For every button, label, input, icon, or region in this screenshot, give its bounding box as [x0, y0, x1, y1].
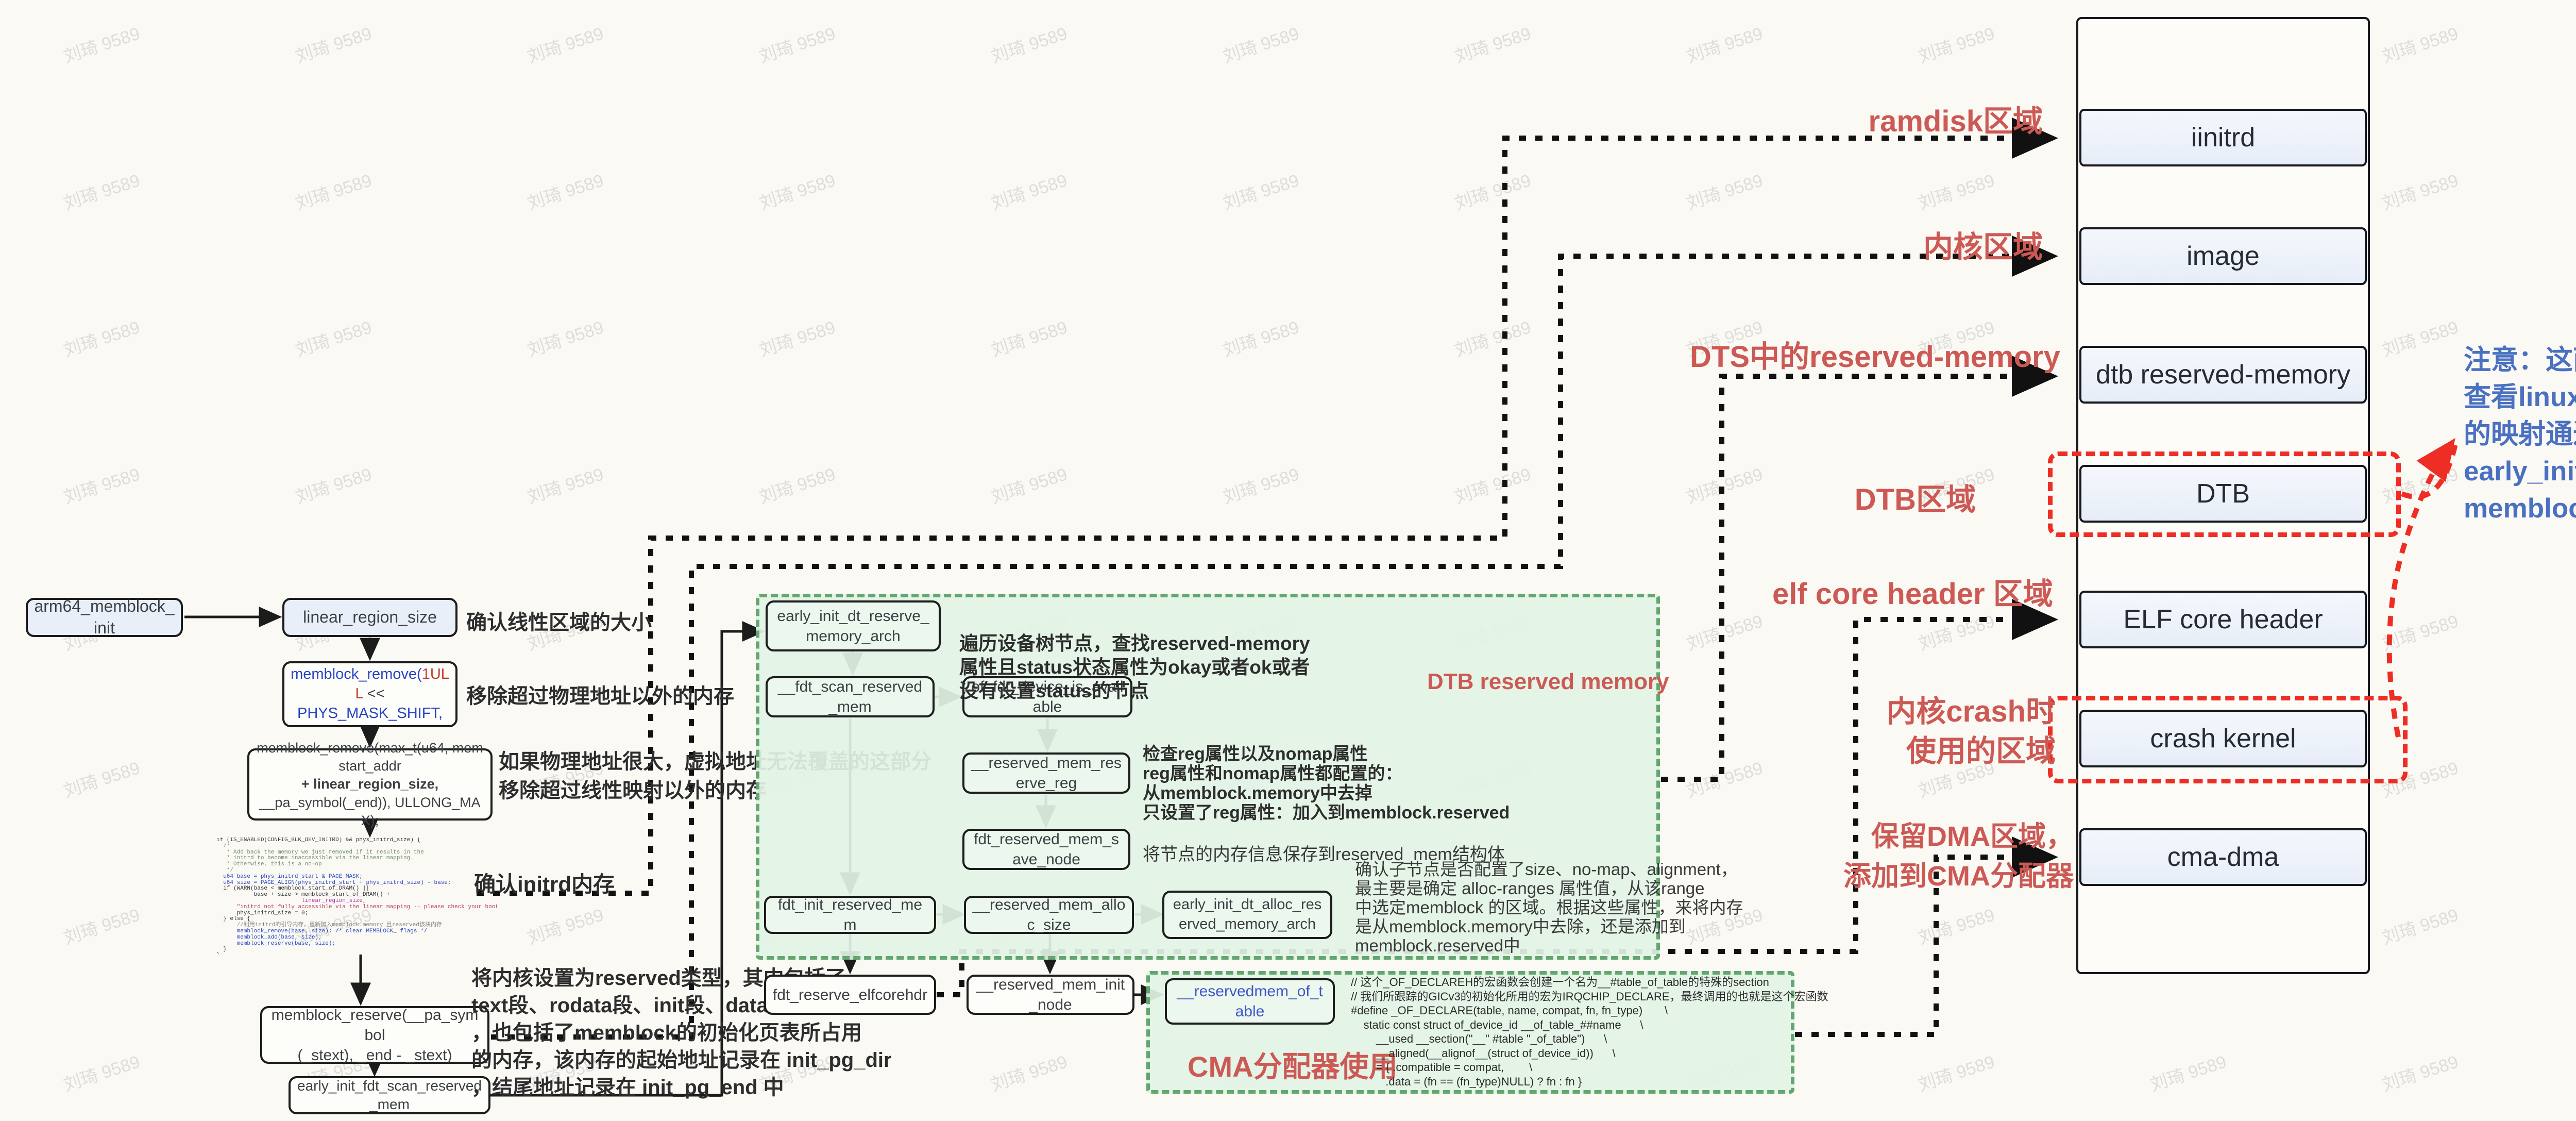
- node-fdt-scan-reserved-mem: __fdt_scan_reserved_mem: [766, 676, 935, 717]
- note-linux-version: 注意：这两个区域在linux-5.15中已去除查看linux-5.10中还是有的…: [2464, 345, 2576, 524]
- code-text: <<: [363, 685, 385, 702]
- label-crash-region: 内核crash时使用的区域: [1886, 695, 2056, 768]
- code-text: PHYS_MASK_SHIFT,: [297, 705, 443, 722]
- dotted-reserve-to-image: [491, 236, 2058, 1040]
- memory-segment-iinitrd: iinitrd: [2079, 109, 2367, 166]
- memory-segment-cma-dma: cma-dma: [2079, 828, 2367, 886]
- label-dtb-region: DTB区域: [1854, 483, 1976, 516]
- code-text: __pa_symbol(_end)), ULLONG_MAX);: [259, 794, 481, 828]
- group-title-cma: CMA分配器使用: [1188, 1050, 1398, 1083]
- red-frame-dtb: [2048, 451, 2401, 537]
- node-memblock-reserve: memblock_reserve(__pa_symbol (_stext), _…: [260, 1006, 489, 1064]
- node-memblock-remove-phys: memblock_remove(1ULL << PHYS_MASK_SHIFT,: [282, 661, 457, 727]
- node-reservedmem-of-table: __reservedmem_of_table: [1165, 978, 1335, 1025]
- dotted-cma-to-cmadma: [1795, 836, 2058, 1037]
- node-memblock-remove-max: memblock_remove(max_t(u64, memstart_addr…: [247, 740, 493, 828]
- red-frame-crash-kernel: [2048, 696, 2408, 783]
- node-fdt-reserve-elfcorehdr: fdt_reserve_elfcorehdr: [764, 975, 936, 1015]
- memory-segment-dtb-reserved-memory: dtb reserved-memory: [2079, 346, 2367, 404]
- node-of-fdt-device-is-available: of_fdt_device_is_available: [962, 676, 1132, 717]
- code-text: 1ULL: [355, 666, 449, 702]
- code-text: (_stext), _end - _stext): [297, 1046, 452, 1064]
- dotted-dts-to-dtbreserved: [1661, 356, 2058, 782]
- code-text: + linear_region_size,: [301, 776, 439, 792]
- label-elf-core-header-region: elf core header 区域: [1772, 577, 2053, 611]
- node-early-init-fdt-scan-reserved-mem: early_init_fdt_scan_reserved_mem: [289, 1076, 490, 1114]
- code-text: memblock_remove(: [291, 666, 422, 683]
- node-reserved-mem-init-node: __reserved_mem_init_node: [967, 975, 1134, 1015]
- initrd-code-snippet: if (IS_ENABLED(CONFIG_BLK_DEV_INITRD) &&…: [216, 838, 497, 954]
- label-dts-reserved-memory: DTS中的reserved-memory: [1690, 340, 2060, 374]
- red-dashed-dtb-to-note: [2401, 439, 2459, 499]
- node-fdt-init-reserved-mem: fdt_init_reserved_mem: [764, 896, 936, 934]
- label-dma-region: 保留DMA区域，添加到CMA分配器: [1843, 821, 2074, 892]
- note-alloc-ranges: 确认子节点是否配置了size、no-map、alignment，最主要是确定 a…: [1355, 860, 1743, 955]
- memory-segment-dtb: DTB: [2079, 465, 2367, 523]
- of-declare-code: // 这个_OF_DECLAREH的宏函数会创建一个名为__#table_of_…: [1351, 976, 1828, 1088]
- node-reserved-mem-alloc-size: __reserved_mem_alloc_size: [964, 896, 1134, 934]
- note-linear-size: 确认线性区域的大小: [466, 611, 652, 634]
- node-arm64-memblock-init: arm64_memblock_init: [26, 597, 183, 637]
- node-reserved-mem-reserve-reg: __reserved_mem_reserve_reg: [962, 752, 1130, 794]
- memory-segment-elf-core-header: ELF core header: [2079, 591, 2367, 648]
- memory-segment-image: image: [2079, 227, 2367, 285]
- label-kernel-region: 内核区域: [1923, 230, 2043, 264]
- line-earlyscan-to-earlyarch: [490, 621, 766, 1097]
- label-ramdisk-region: ramdisk区域: [1868, 105, 2043, 138]
- node-linear-region-size: linear_region_size: [282, 598, 457, 637]
- node-early-init-dt-alloc-reserved-memory-arch: early_init_dt_alloc_reserved_memory_arch: [1162, 891, 1332, 939]
- node-early-init-dt-reserve-memory-arch: early_init_dt_reserve_memory_arch: [766, 600, 941, 651]
- code-text: memblock_remove(max_t(u64, memstart_addr: [257, 740, 483, 774]
- note-save-node: 将节点的内存信息保存到reserved_mem结构体: [1143, 845, 1505, 864]
- node-fdt-reserved-mem-save-node: fdt_reserved_mem_save_node: [962, 829, 1130, 870]
- red-dashed-crash-to-note: [2386, 438, 2455, 738]
- note-initrd: 确认initrd内存: [474, 872, 615, 896]
- dotted-initrd-to-iinitrd: [477, 118, 2058, 896]
- memory-segment-crash-kernel: crash kernel: [2079, 710, 2367, 767]
- code-text: memblock_reserve(__pa_symbol: [271, 1006, 479, 1044]
- group-title-dtb: DTB reserved memory: [1427, 669, 1669, 694]
- note-remove-phys: 移除超过物理地址以外的内存: [466, 685, 734, 708]
